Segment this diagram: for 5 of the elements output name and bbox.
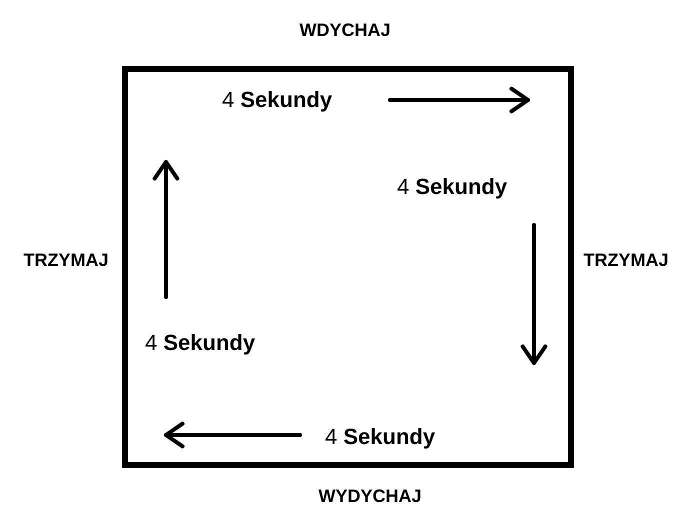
duration-text: 4 Sekundy <box>325 426 436 448</box>
square-frame <box>122 66 574 468</box>
duration-text: 4 Sekundy <box>397 176 508 198</box>
duration-text: 4 Sekundy <box>222 89 332 111</box>
duration-text: 4 Sekundy <box>145 332 256 354</box>
